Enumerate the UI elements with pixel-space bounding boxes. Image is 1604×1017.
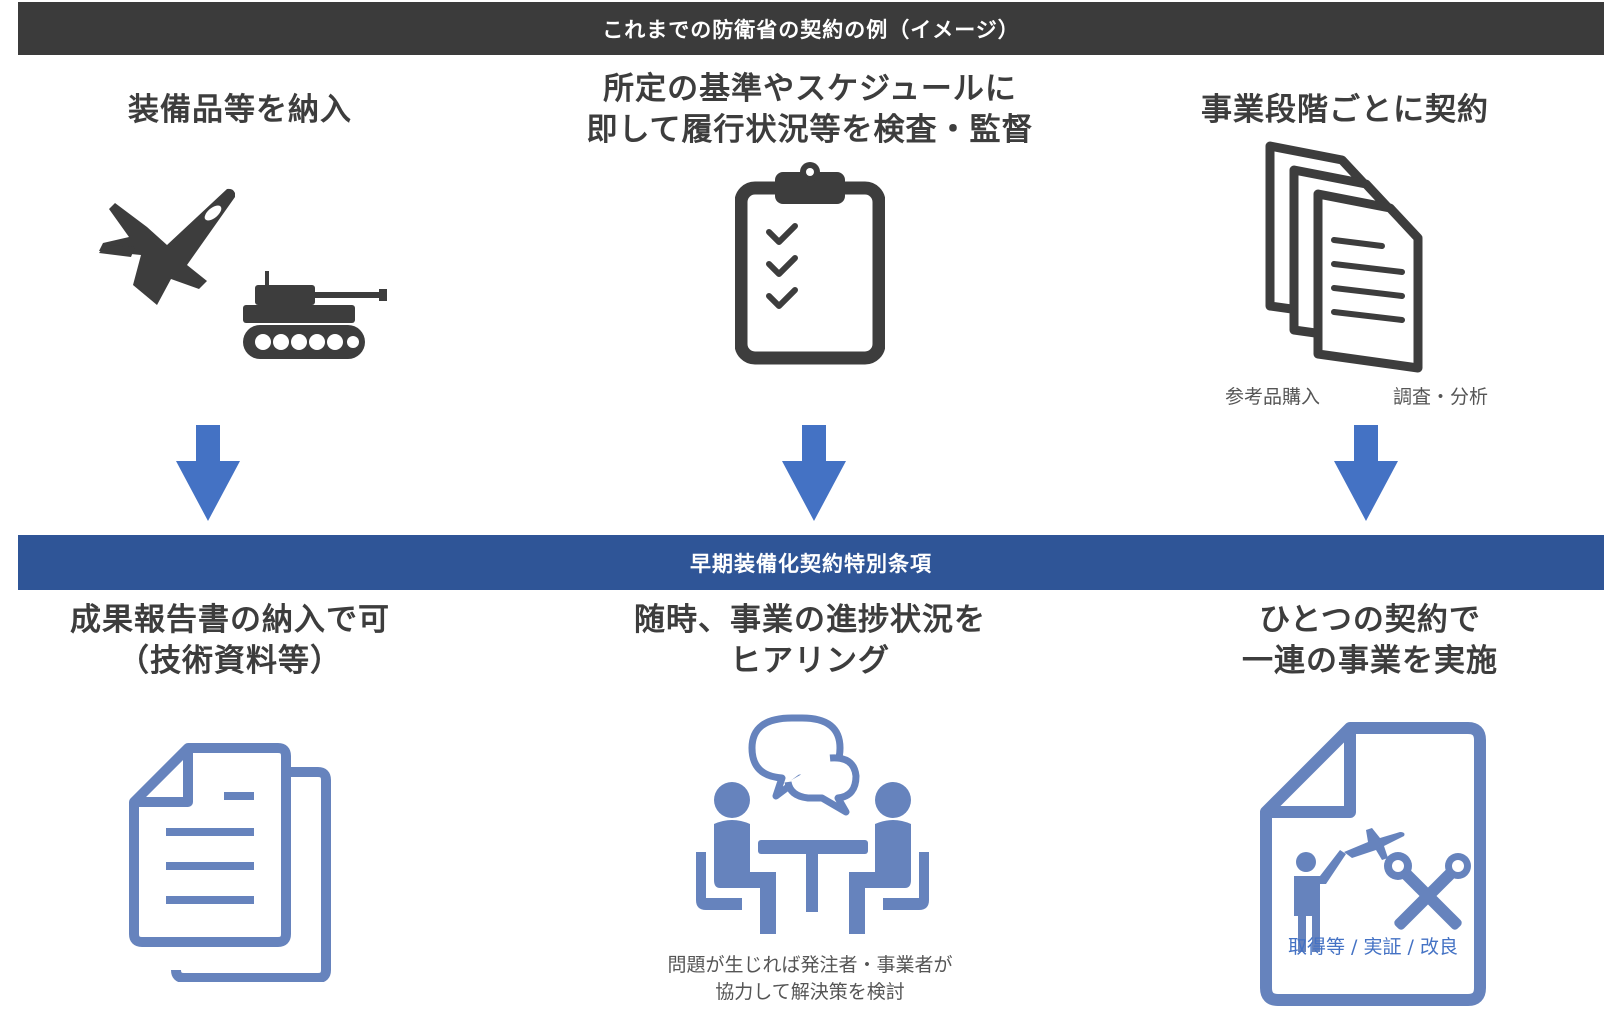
down-arrow-icon (1334, 425, 1398, 521)
document-stack-icon (1265, 141, 1423, 373)
heading-single-contract: ひとつの契約で 一連の事業を実施 (1242, 602, 1498, 679)
heading-progress-hearing: 随時、事業の進捗状況を ヒアリング (634, 602, 986, 679)
heading-per-phase-contract: 事業段階ごとに契約 (1201, 92, 1489, 128)
down-arrow-icon (176, 425, 240, 521)
middle-band: 早期装備化契約特別条項 (18, 535, 1604, 590)
meeting-discussion-icon (696, 714, 929, 934)
middle-band-title: 早期装備化契約特別条項 (690, 551, 932, 576)
heading-deliver-equipment: 装備品等を納入 (128, 92, 352, 128)
contract-icon-label: 取得等 / 実証 / 改良 (1288, 936, 1458, 958)
fighter-jet-and-tank-icon (99, 188, 387, 359)
single-contract-icon: 取得等 / 実証 / 改良 (1258, 720, 1488, 1008)
documents-copy-icon (129, 743, 331, 982)
top-band: これまでの防衛省の契約の例（イメージ） (18, 2, 1604, 55)
top-band-title: これまでの防衛省の契約の例（イメージ） (602, 17, 1020, 42)
clipboard-checklist-icon (735, 162, 885, 365)
heading-inspection: 所定の基準やスケジュールに 即して履行状況等を検査・監督 (586, 71, 1034, 148)
down-arrow-icon (782, 425, 846, 521)
caption-cooperation: 問題が生じれば発注者・事業者が 協力して解決策を検討 (667, 954, 953, 1003)
contract-document-icon (1260, 722, 1486, 1006)
caption-survey-analysis: 調査・分析 (1393, 386, 1489, 408)
caption-reference-purchase: 参考品購入 (1225, 386, 1321, 408)
heading-report-delivery: 成果報告書の納入で可 （技術資料等） (70, 602, 390, 679)
